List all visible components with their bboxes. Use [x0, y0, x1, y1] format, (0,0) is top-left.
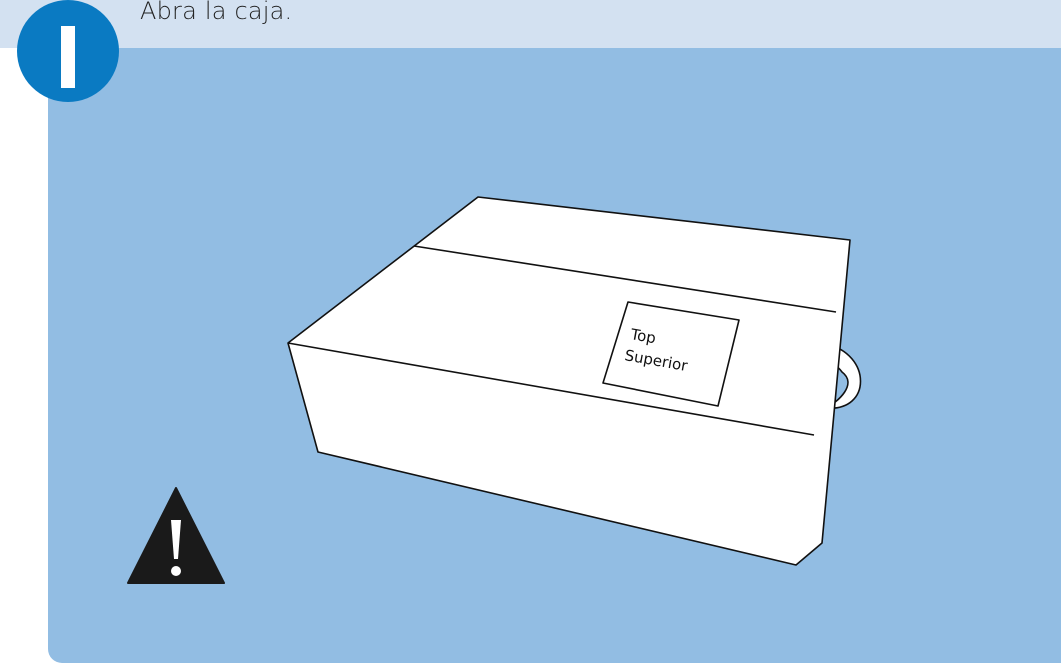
warning-icon — [128, 488, 224, 583]
box-body — [288, 197, 850, 565]
